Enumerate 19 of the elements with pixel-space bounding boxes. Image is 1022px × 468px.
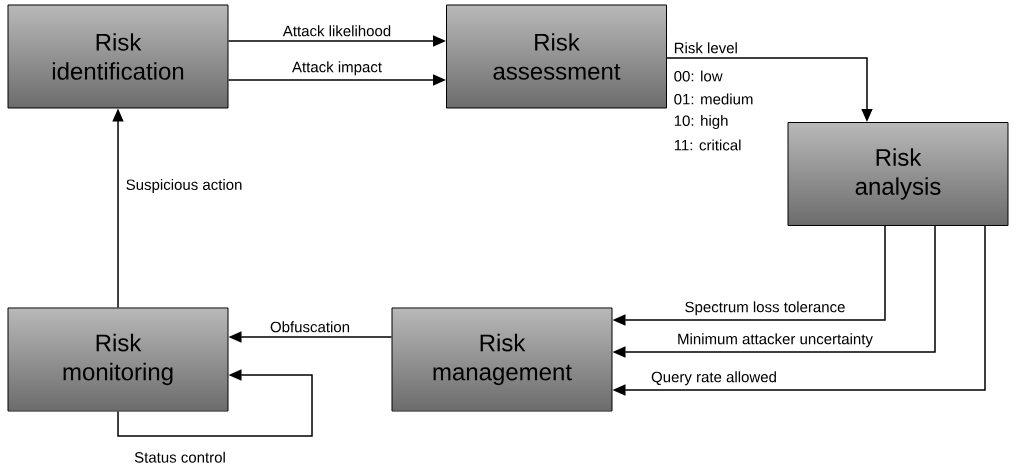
edge-label: Attack likelihood (281, 23, 393, 38)
process-box: Risk monitoring (7, 307, 229, 412)
edge-label: Obfuscation (268, 319, 352, 334)
edge-label: Query rate allowed (649, 369, 779, 387)
edge-label: Spectrum loss tolerance (683, 299, 847, 317)
process-box: Risk identification (7, 4, 229, 109)
note: 01: medium (672, 92, 755, 106)
note: 10: high (672, 113, 730, 131)
note: 11: critical (672, 138, 743, 152)
edge-label: Status control (132, 450, 228, 465)
arrow (117, 369, 313, 437)
process-box: Risk analysis (787, 122, 1009, 226)
edge-label: Suspicious action (124, 177, 244, 195)
edge-label: Attack impact (290, 59, 384, 77)
process-box: Risk assessment (446, 4, 667, 109)
edge-label: Minimum attacker uncertainty (675, 331, 875, 349)
note: 00: low (672, 69, 725, 83)
process-box: Risk management (391, 307, 613, 412)
edge-label: Risk level (672, 40, 740, 55)
